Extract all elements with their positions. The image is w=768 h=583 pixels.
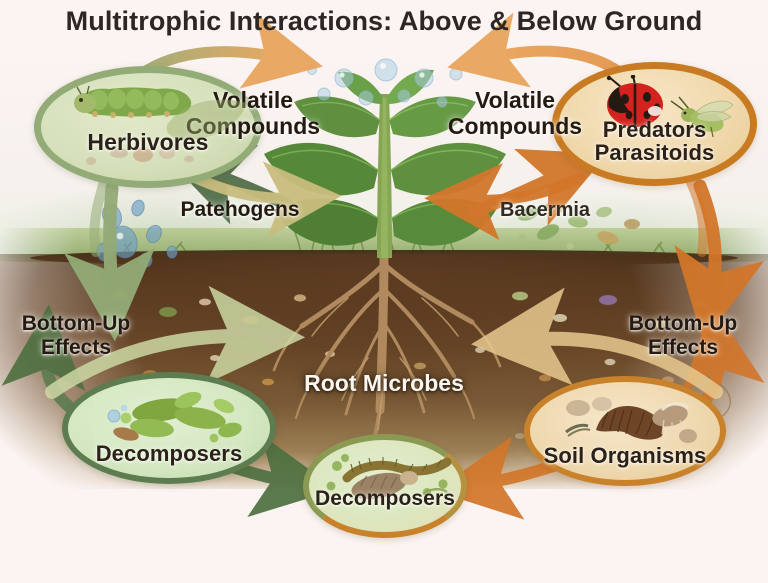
node-predators-parasitoids[interactable]: Predators Parasitoids <box>552 62 757 186</box>
page-title: Multitrophic Interactions: Above & Below… <box>65 6 703 36</box>
arrow-soil-to-decomposers-left <box>470 287 723 399</box>
ladybug-icon <box>606 75 663 127</box>
node-label-decomposers-center: Decomposers <box>315 487 455 511</box>
arrow-predators-down-right <box>674 179 765 343</box>
arrow-predators-stem <box>685 175 709 257</box>
arrow-decomposers-left-to-soil <box>45 285 306 399</box>
label-volatile-compounds-right: Volatile Compounds <box>447 87 583 139</box>
node-label-predators: Predators Parasitoids <box>594 117 715 166</box>
leaf-damage-icon <box>166 99 247 140</box>
label-root-microbes: Root Microbes <box>304 370 464 396</box>
node-label-decomposers-left: Decomposers <box>95 441 243 467</box>
node-decomposers-left[interactable]: Decomposers <box>62 372 276 484</box>
arrow-herbivores-stem <box>89 177 109 257</box>
caterpillar-icon <box>74 85 192 118</box>
bacteria-rods-icon <box>107 391 242 443</box>
label-bottom-up-effects-left: Bottom-Up Effects <box>21 312 131 359</box>
arrow-herbivores-down-left <box>64 181 155 342</box>
node-label-herbivores: Herbivores <box>87 129 209 156</box>
arrow-predators-to-plant <box>424 163 586 241</box>
earthworm-icon <box>565 397 697 443</box>
node-label-soil-organisms: Soil Organisms <box>543 443 707 469</box>
label-pathogens: Patehogens <box>180 198 300 221</box>
label-bacteria: Bacermia <box>499 199 591 221</box>
parasitoid-wasp-icon <box>670 96 734 138</box>
label-volatile-compounds-left: Volatile Compounds <box>185 87 321 139</box>
label-bottom-up-effects-right: Bottom-Up Effects <box>628 312 738 359</box>
node-decomposers-center[interactable]: Decomposers <box>303 434 467 538</box>
node-herbivores[interactable]: Herbivores <box>34 66 262 188</box>
arrow-plant-pathogens-right <box>190 161 342 239</box>
node-soil-organisms[interactable]: Soil Organisms <box>524 376 726 486</box>
